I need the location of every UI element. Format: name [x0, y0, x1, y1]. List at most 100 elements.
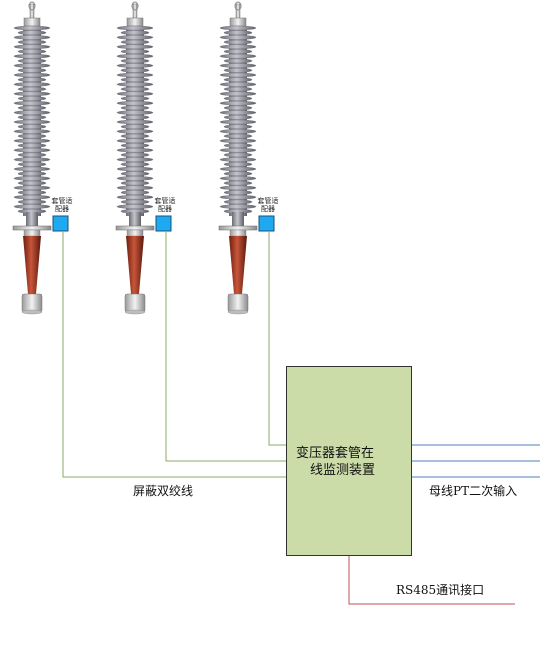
bushing-2: [115, 1, 172, 315]
bushing-3-shed: [223, 152, 253, 158]
bushing-1-flange: [12, 225, 52, 231]
bushing-1-shed: [17, 115, 47, 120]
bushing-3-shed: [219, 54, 257, 59]
bushing-1-shed: [17, 86, 47, 92]
bushing-3-shed: [223, 68, 253, 73]
bushing-2-shed: [120, 58, 150, 64]
bushing-2-shed: [116, 176, 154, 181]
bushing-1-shed: [13, 25, 51, 31]
bushing-3-flange-collar: [229, 229, 247, 237]
bushing-1-shed: [17, 199, 47, 205]
bushing-2-shed: [120, 180, 150, 186]
bushing-1-shed: [13, 82, 51, 87]
bushing-1-shed: [13, 63, 51, 68]
bushing-1-shed: [13, 147, 51, 153]
bushing-1-shed: [17, 180, 47, 186]
bushing-3: [218, 1, 275, 315]
bushing-2-terminal-ring: [131, 1, 139, 11]
bushing-3-bottom-rim: [227, 309, 249, 315]
bushing-1-shed: [17, 162, 47, 167]
bushing-2-shed: [120, 143, 150, 148]
bushing-2-shed: [120, 68, 150, 73]
bushing-2-shed: [116, 54, 154, 59]
bushing-3-shed: [223, 190, 253, 195]
rs485-label: RS485通讯接口: [396, 583, 485, 597]
bushing-1-shed: [17, 68, 47, 73]
bushing-3-neck: [232, 212, 244, 226]
bushing-1-shed: [13, 100, 51, 106]
bushing-1: [12, 1, 69, 315]
bushing-3-top-cap: [229, 17, 247, 27]
bushing-2-neck: [129, 212, 141, 226]
bushing-3-shed: [219, 110, 257, 115]
bushing-3-shed: [219, 25, 257, 31]
bushing-1-bottom-rim: [21, 309, 43, 315]
adapter-label-2-line2: 配器: [158, 205, 172, 213]
bushing-3-shed: [219, 204, 257, 209]
bushing-3-shed: [223, 162, 253, 167]
bushing-2-shed: [120, 162, 150, 167]
bushing-1-shed: [13, 54, 51, 59]
bushing-1-shed: [17, 133, 47, 139]
bushing-2-shed: [116, 35, 154, 40]
signal-wire-2: [165, 231, 286, 462]
bushing-2-terminal: [132, 3, 138, 19]
bushing-1-shed: [13, 157, 51, 162]
bushing-2-shed: [120, 105, 150, 111]
bushing-3-terminal-ring: [234, 1, 242, 11]
bushing-3-shed: [219, 129, 257, 134]
bushing-3-porcelain-body: [229, 236, 247, 294]
device-title-line1: 变压器套管在: [296, 446, 375, 461]
bushing-1-flange-collar: [23, 229, 41, 237]
bushing-1-shed: [13, 91, 51, 97]
bushing-3-shed: [219, 166, 257, 172]
bushing-2-shed: [120, 77, 150, 82]
bushing-1-shed: [13, 110, 51, 115]
bushing-3-adapter: [258, 215, 275, 232]
bushing-2-shed: [116, 119, 154, 125]
bushing-2-bottom-rim: [124, 309, 146, 315]
bushing-2-shed: [116, 157, 154, 162]
bushing-2-shed: [116, 129, 154, 134]
bushing-1-shed: [17, 30, 47, 35]
bushing-3-shed: [219, 185, 257, 191]
bushing-2-flange-collar: [126, 229, 144, 237]
bushing-2-shed: [120, 30, 150, 35]
bushing-2-shed: [116, 110, 154, 115]
bushing-3-shed: [223, 77, 253, 82]
bushing-1-bottom-end: [21, 293, 43, 313]
bushing-1-shed: [17, 124, 47, 129]
adapter-label-1-line2: 配器: [55, 205, 69, 213]
bushing-2-shed: [116, 63, 154, 68]
bushing-2-shed: [120, 124, 150, 129]
bushing-2-shed: [116, 25, 154, 31]
bushing-3-shed: [219, 119, 257, 125]
bushing-2-shed: [120, 152, 150, 158]
bushing-1-porcelain-body: [23, 236, 41, 294]
bushing-1-top-cap: [23, 17, 41, 27]
bushing-3-shed: [223, 199, 253, 205]
bushing-2-shed: [120, 39, 150, 45]
bushing-1-terminal-ring: [28, 1, 36, 11]
bushing-2-adapter: [155, 215, 172, 232]
bushing-3-flange: [218, 225, 258, 231]
bushing-2-porcelain-body: [126, 236, 144, 294]
bushing-2-shed: [120, 199, 150, 205]
bushing-3-shed: [223, 143, 253, 148]
bushing-1-shed: [17, 58, 47, 64]
bushing-2-shed: [120, 86, 150, 92]
bushing-3-shed: [219, 194, 257, 200]
bushing-1-shed: [17, 39, 47, 45]
bushing-1-shed: [17, 190, 47, 195]
bushing-3-shed: [219, 176, 257, 181]
adapter-label-2: 套管适 配器: [152, 197, 178, 213]
bushing-1-shed: [13, 35, 51, 40]
bushing-1-shed: [17, 77, 47, 82]
bushing-1-shed: [17, 143, 47, 148]
bushing-3-shed: [219, 157, 257, 162]
monitoring-device-title: 变压器套管在 线监测装置: [296, 445, 406, 479]
bushing-1-adapter: [52, 215, 69, 232]
bushing-1-neck: [26, 212, 38, 226]
monitoring-device-box: [286, 366, 412, 556]
